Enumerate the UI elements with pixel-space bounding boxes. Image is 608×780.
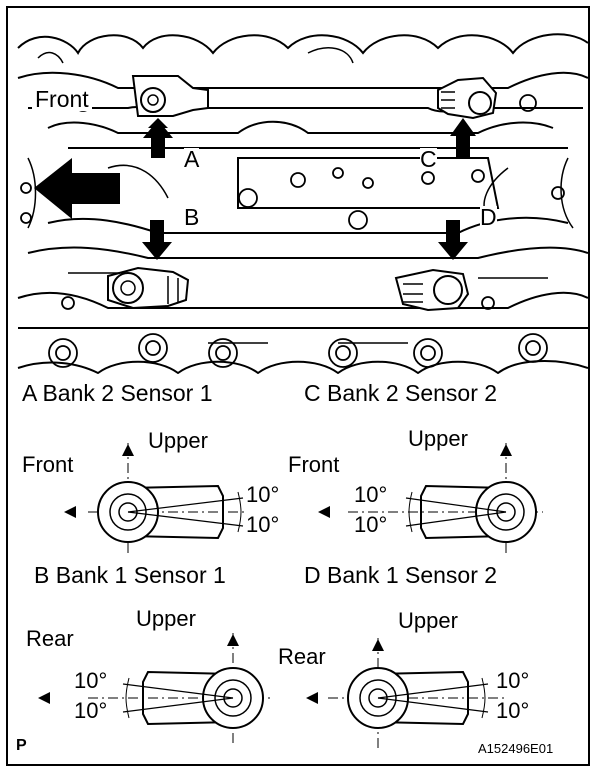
marker-a: A: [184, 146, 200, 172]
detail-b-front-label: Front: [22, 452, 74, 477]
front-direction-arrow: [34, 158, 120, 219]
detail-b-angle-top: 10°: [246, 482, 280, 507]
detail-rear-left-angle-top: 10°: [74, 668, 108, 693]
sensor-angle-details: [38, 443, 543, 748]
pointer-arrows: [34, 118, 476, 260]
detail-d-angle-bottom: 10°: [354, 512, 388, 537]
marker-c: C: [420, 146, 437, 172]
engine-detail-lines: [27, 47, 574, 344]
caption-d: D Bank 1 Sensor 2: [304, 562, 498, 588]
front-label: Front: [32, 88, 92, 111]
detail-rear-right-angle-top: 10°: [496, 668, 530, 693]
detail-d-angle-top: 10°: [354, 482, 388, 507]
knock-sensor-c: [437, 76, 498, 120]
knock-sensor-d: [394, 268, 470, 312]
arrow-up-c-shaft: [456, 134, 470, 158]
detail-rear-right-rear-label: Rear: [278, 644, 326, 669]
detail-rear-left-diagram: [38, 633, 270, 743]
detail-d-front-label: Front: [288, 452, 340, 477]
detail-b-diagram: [64, 443, 248, 553]
detail-d-diagram: [318, 443, 543, 553]
marker-b: B: [184, 204, 200, 230]
arrow-down-d-head: [438, 242, 468, 260]
arrow-down-b-shaft: [150, 220, 164, 244]
knock-sensor-b: [107, 266, 190, 310]
arrow-down-d-shaft: [446, 220, 460, 244]
detail-rear-right-angle-bottom: 10°: [496, 698, 530, 723]
detail-d-upper-label: Upper: [408, 426, 468, 451]
figure-id: A152496E01: [478, 741, 554, 756]
detail-b-angle-bottom: 10°: [246, 512, 280, 537]
arrow-up-a-head: [143, 120, 173, 138]
arrow-up-a-shaft: [151, 136, 165, 158]
detail-rear-left-rear-label: Rear: [26, 626, 74, 651]
knock-sensor-a: [131, 75, 209, 117]
arrow-down-b-head: [142, 242, 172, 260]
caption-c: C Bank 2 Sensor 2: [304, 380, 498, 406]
illustration-frame: Front A C B D A Bank 2 Sensor 1 C Bank 2…: [6, 6, 590, 766]
detail-rear-right-diagram: [306, 638, 508, 748]
engine-top-view-drawing: [17, 33, 588, 375]
caption-b: B Bank 1 Sensor 1: [34, 562, 226, 588]
arrow-up-c-head: [450, 118, 476, 136]
marker-d: D: [480, 204, 497, 230]
footer-p-mark: P: [16, 737, 27, 754]
caption-a: A Bank 2 Sensor 1: [22, 380, 213, 406]
detail-rear-left-angle-bottom: 10°: [74, 698, 108, 723]
detail-rear-left-upper-label: Upper: [136, 606, 196, 631]
detail-b-upper-label: Upper: [148, 428, 208, 453]
detail-rear-right-upper-label: Upper: [398, 608, 458, 633]
detail-panel: [8, 374, 588, 764]
